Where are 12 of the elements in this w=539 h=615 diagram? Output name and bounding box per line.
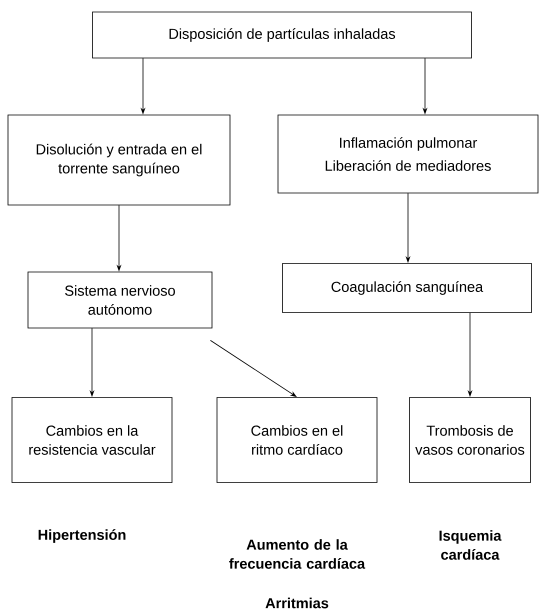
process-box: Cambios en la resistencia vascular (12, 397, 172, 483)
process-box: Trombosis de vasos coronarios (409, 397, 531, 483)
process-box: Disolución y entrada en el torrente sanguíneo (8, 114, 230, 206)
outcome-label: Arritmias (266, 598, 328, 608)
process-box: Sistema nervioso autónomo (28, 272, 212, 328)
process-box: Cambios en el ritmo cardíaco (216, 397, 378, 483)
outcome-label: Isquemia cardíaca (440, 530, 502, 560)
process-box: Inflamación pulmonar Liberación de mediadores (278, 114, 538, 194)
process-box: Disposición de partículas inhaladas (92, 12, 472, 58)
process-box: Coagulación sanguínea (282, 263, 532, 313)
outcome-label: Aumento de la frecuencia cardíaca (229, 539, 366, 569)
outcome-label: Hipertensión (38, 529, 126, 543)
